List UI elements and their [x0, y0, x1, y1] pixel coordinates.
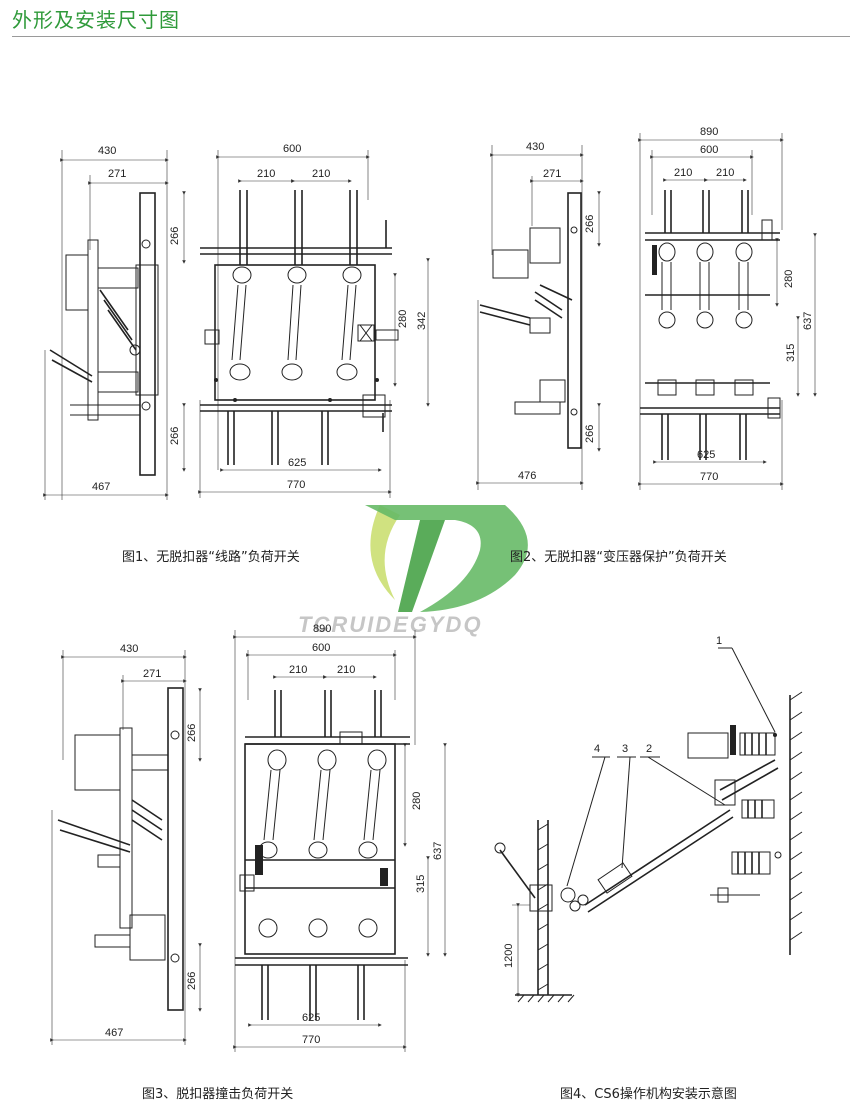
- fig1-side-dim-lower: 266: [169, 427, 181, 445]
- fig1-side-dim-430: 430: [98, 145, 116, 157]
- fig2-front-dim-210a: 210: [674, 167, 692, 179]
- fig2-front-dim-770: 770: [700, 471, 718, 483]
- fig3-side-dim-bottom: 467: [105, 1027, 123, 1039]
- fig1-side-view: 430 271 266 266 467: [43, 145, 186, 500]
- fig3-side-dim-430: 430: [120, 643, 138, 655]
- fig1-caption: 图1、无脱扣器“线路”负荷开关: [122, 550, 300, 565]
- fig2-front-dim-210b: 210: [716, 167, 734, 179]
- page-title: 外形及安装尺寸图: [12, 8, 180, 32]
- fig4-cs6-installation: 1 2 3 4 1200: [494, 635, 803, 1003]
- fig3-front-dim-770: 770: [302, 1034, 320, 1046]
- fig2-pole-middle: [695, 190, 715, 460]
- header-divider: [12, 36, 850, 37]
- fig2-side-dim-upper: 266: [584, 215, 596, 233]
- fig2-front-view: 890 600 210 210 280 637 315 625 770: [638, 126, 817, 490]
- fig2-front-dim-890: 890: [700, 126, 718, 138]
- fig3-front-dim-210b: 210: [337, 664, 355, 676]
- fig2-pole-left: [657, 190, 677, 460]
- fig2-pole-right: [734, 190, 754, 460]
- fig3-side-dim-lower: 266: [186, 972, 198, 990]
- fig1-pole-middle: [271, 190, 307, 465]
- fig1-front-dim-600: 600: [283, 143, 301, 155]
- fig2-side-dim-271: 271: [543, 168, 561, 180]
- fig2-front-dim-637: 637: [802, 312, 814, 330]
- fig4-callout-4: 4: [594, 743, 600, 755]
- fig1-pole-right: [321, 190, 362, 465]
- fig1-front-dim-210a: 210: [257, 168, 275, 180]
- fig3-pole-left: [258, 690, 287, 1020]
- fig3-side-view: 430 271 266 266 467: [50, 643, 202, 1045]
- fig1-front-dim-770: 770: [287, 479, 305, 491]
- fig4-callout-2: 2: [646, 743, 652, 755]
- fig3-caption: 图3、脱扣器撞击负荷开关: [142, 1087, 294, 1102]
- fig2-front-dim-315: 315: [785, 344, 797, 362]
- fig4-caption: 图4、CS6操作机构安装示意图: [560, 1087, 737, 1102]
- fig1-side-dim-bottom: 467: [92, 481, 110, 493]
- fig3-side-dim-upper: 266: [186, 724, 198, 742]
- fig3-pole-right: [357, 690, 387, 1020]
- fig2-front-dim-280: 280: [783, 270, 795, 288]
- fig3-front-dim-625: 625: [302, 1012, 320, 1024]
- fig3-front-dim-210a: 210: [289, 664, 307, 676]
- fig3-front-dim-315: 315: [415, 875, 427, 893]
- fig3-front-view: 890 600 210 210 280 637 315 625 770: [233, 623, 447, 1052]
- fig3-front-dim-280: 280: [411, 792, 423, 810]
- fig3-front-dim-890: 890: [313, 623, 331, 635]
- fig4-callout-3: 3: [622, 743, 628, 755]
- fig1-front-dim-280: 280: [397, 310, 409, 328]
- fig3-front-dim-637: 637: [432, 842, 444, 860]
- fig1-front-dim-210b: 210: [312, 168, 330, 180]
- fig1-front-dim-342: 342: [416, 312, 428, 330]
- watermark-text: TCRUIDEGYDQ: [298, 612, 483, 637]
- fig4-dim-1200: 1200: [503, 944, 515, 968]
- fig3-pole-middle: [308, 690, 337, 1020]
- fig1-front-dim-625: 625: [288, 457, 306, 469]
- fig2-side-dim-bottom: 476: [518, 470, 536, 482]
- fig2-side-view: 430 271 266 266 476: [476, 141, 601, 490]
- fig2-side-dim-lower: 266: [584, 425, 596, 443]
- watermark-logo: TCRUIDEGYDQ: [298, 505, 528, 637]
- fig2-caption: 图2、无脱扣器“变压器保护”负荷开关: [510, 550, 727, 565]
- fig2-side-dim-430: 430: [526, 141, 544, 153]
- fig1-pole-left: [227, 190, 252, 465]
- fig4-callout-1: 1: [716, 635, 722, 647]
- fig3-side-dim-271: 271: [143, 668, 161, 680]
- fig1-side-dim-upper: 266: [169, 227, 181, 245]
- fig3-front-dim-600: 600: [312, 642, 330, 654]
- fig1-front-view: 600 210 210 280 342 625 770: [198, 143, 430, 498]
- fig1-side-dim-271: 271: [108, 168, 126, 180]
- fig2-front-dim-600: 600: [700, 144, 718, 156]
